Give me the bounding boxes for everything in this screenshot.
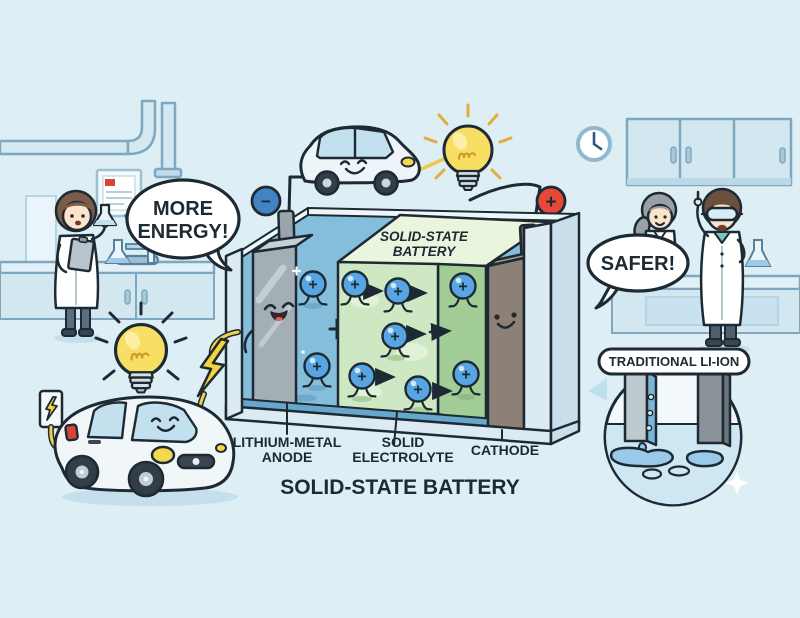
charging-scene: [38, 301, 241, 506]
traditional-liion-inset: TRADITIONAL LI-ION: [588, 347, 751, 507]
electrolyte-label-line2: ELECTROLYTE: [352, 449, 453, 465]
flask-right: [744, 239, 772, 267]
anode-label-line2: ANODE: [262, 449, 313, 465]
label-leader-lines: [286, 403, 503, 446]
ion-flow-arrows: [363, 281, 453, 401]
cathode-face-eye: [494, 314, 500, 320]
lightning-bolt: [196, 337, 230, 398]
cathode-face-smile: [496, 320, 516, 329]
anode-label-line1: LITHIUM-METAL: [233, 434, 342, 450]
battery-block-label-line2: BATTERY: [393, 244, 457, 259]
anode-face-eyes: [263, 301, 295, 311]
headlight: [150, 445, 176, 465]
leak-droplet: [646, 409, 654, 417]
positive-terminal-badge: +: [535, 185, 567, 217]
wall-clock: [576, 126, 612, 162]
liion-electrode-left: [623, 369, 658, 447]
wall-cabinets: [625, 117, 793, 187]
inset-label-pill: TRADITIONAL LI-ION: [597, 347, 751, 376]
flask-in-hand: [92, 203, 118, 227]
leak-droplet: [645, 424, 653, 432]
safety-goggles: [705, 206, 739, 222]
wire-positive: [468, 182, 542, 228]
bulb-rays-left: [94, 301, 188, 381]
car-face-eyes: [150, 416, 180, 423]
negative-terminal-badge: −: [250, 185, 282, 217]
minus-icon: −: [261, 192, 271, 211]
diagram-title: SOLID-STATE BATTERY: [280, 476, 520, 499]
plus-icon: +: [545, 192, 556, 213]
car-face-smile: [156, 424, 176, 432]
safer-text: SAFER!: [601, 253, 675, 275]
liion-electrode-right: [696, 369, 732, 448]
battery-block-label-line1: SOLID-STATE: [380, 229, 469, 244]
anode-face-mouth: [270, 310, 288, 321]
liquid-puddles: [609, 442, 724, 480]
speech-bubble-safer: SAFER!: [586, 233, 690, 310]
case-right-wall: [522, 211, 581, 443]
battery-labels: LITHIUM-METAL ANODE SOLID ELECTROLYTE CA…: [233, 403, 539, 499]
charging-port: [64, 423, 79, 442]
car-face-eyes: [339, 159, 368, 166]
top-car: [299, 125, 421, 196]
inset-label-text: TRADITIONAL LI-ION: [609, 354, 739, 369]
wall-pipes: [0, 99, 183, 179]
clipboard: [67, 236, 95, 273]
electrolyte-label-line1: SOLID: [382, 434, 425, 450]
scientist-woman-left: [53, 189, 118, 343]
speech-bubble-more-energy: MORE ENERGY!: [125, 178, 241, 272]
more-energy-text-line2: ENERGY!: [137, 221, 228, 243]
inset-pointer: [588, 378, 607, 401]
wire-car-bulb: [415, 157, 446, 173]
bottom-car: [53, 395, 238, 506]
bolt-icon: [45, 396, 58, 421]
headlight: [400, 156, 416, 168]
battery-assembly: SOLID-STATE BATTERY: [224, 207, 581, 446]
cathode-face-eye: [511, 312, 517, 318]
cathode-label: CATHODE: [471, 442, 539, 458]
more-energy-text-line1: MORE: [153, 198, 213, 220]
anode-plate: [243, 233, 314, 413]
lightbulb-top: [423, 103, 513, 192]
leak-droplet: [647, 393, 655, 401]
sparkle-icon: [725, 471, 749, 495]
flask-left: [104, 239, 155, 264]
anode-arm: [243, 328, 255, 354]
scientist-man-right: [693, 187, 750, 354]
bulb-rays: [423, 103, 513, 180]
car-face-smile: [344, 166, 366, 175]
left-lab-bench: [0, 210, 216, 320]
wall-panel: [25, 195, 57, 269]
